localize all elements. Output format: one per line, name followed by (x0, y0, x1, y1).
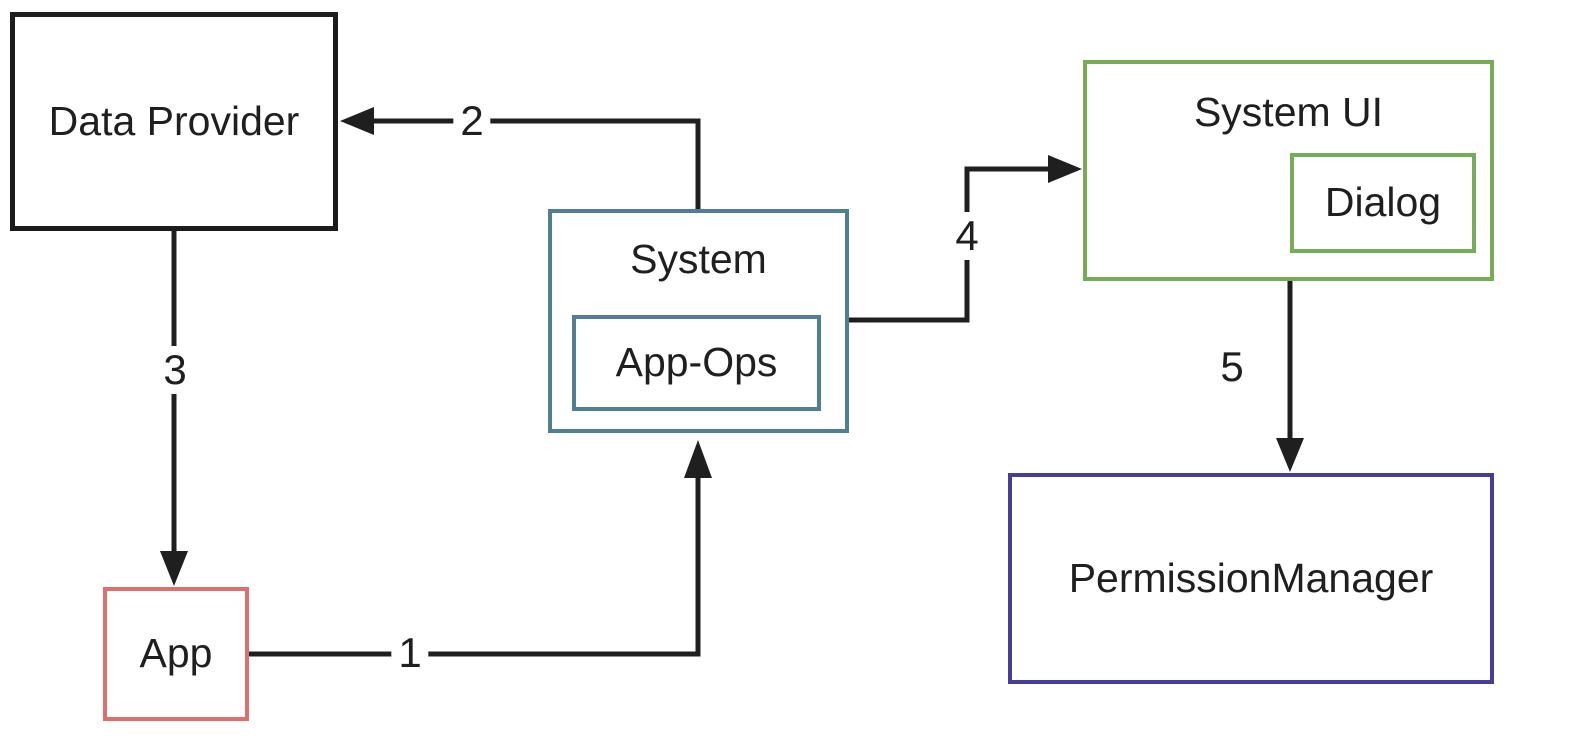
edge-label-2: 2 (453, 97, 491, 145)
node-system-label: System (630, 236, 767, 282)
node-permission-manager-label: PermissionManager (1068, 554, 1434, 601)
node-system-ui-label: System UI (1193, 89, 1384, 135)
edge-label-5: 5 (1213, 343, 1251, 391)
edge-label-1: 1 (391, 629, 429, 677)
edge-label-3: 3 (156, 346, 194, 394)
node-permission-manager: PermissionManager (1008, 473, 1494, 684)
arrow-1 (249, 440, 712, 657)
node-data-provider-label: Data Provider (48, 97, 300, 144)
arrow-5 (1276, 281, 1304, 472)
node-dialog-label: Dialog (1324, 179, 1442, 226)
node-app-ops: App-Ops (572, 315, 821, 411)
node-app: App (103, 587, 249, 721)
node-dialog: Dialog (1290, 153, 1476, 253)
node-data-provider: Data Provider (10, 12, 338, 231)
node-app-ops-label: App-Ops (615, 339, 778, 386)
node-system-ui: System UI Dialog (1083, 60, 1494, 281)
arrow-3 (160, 231, 188, 586)
edge-label-4: 4 (948, 212, 986, 260)
arrow-2 (340, 107, 701, 210)
node-app-label: App (139, 630, 213, 677)
node-system: System App-Ops (548, 209, 849, 433)
